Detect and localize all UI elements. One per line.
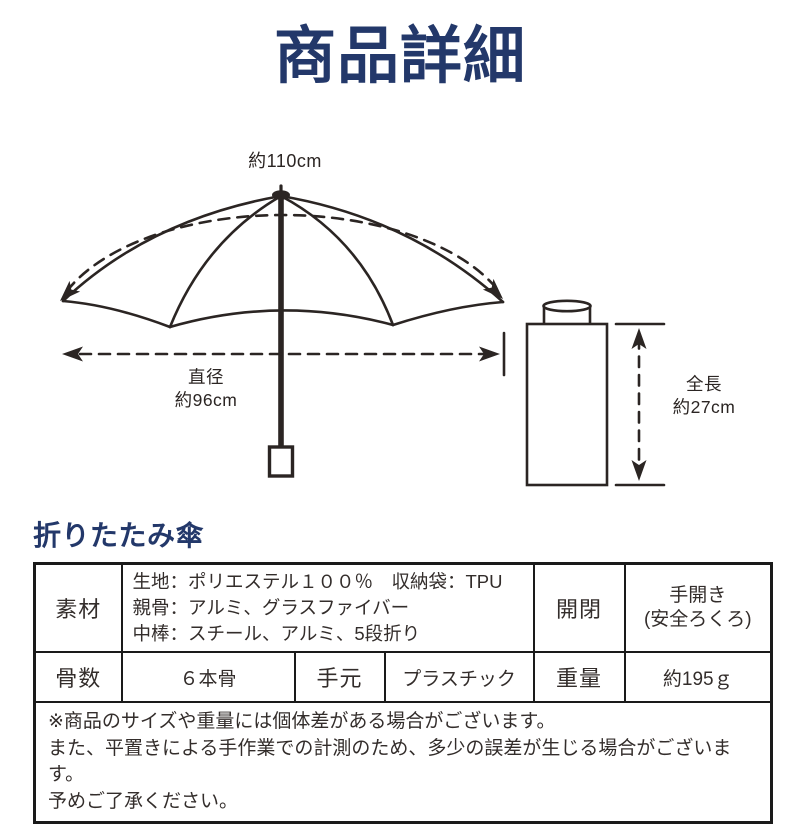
material-line-shaft: 中棒：スチール、アルミ、5段折り: [132, 623, 421, 644]
folded-body: [525, 322, 609, 487]
folded-umbrella-drawing: [525, 299, 666, 487]
length-value: 約27cm: [672, 397, 736, 417]
arc-width-label: 約110cm: [248, 151, 322, 171]
note-line-1: ※商品のサイズや重量には個体差がある場合がございます。: [48, 711, 556, 732]
cap-sides: [542, 305, 592, 326]
arc-arrow-left-icon: [60, 280, 81, 301]
page-title: 商品詳細: [273, 22, 526, 91]
handle-label: 手元: [293, 651, 386, 703]
open-umbrella-drawing: [60, 184, 506, 478]
diameter-arrow-left-icon: [62, 346, 83, 362]
ferrule-icon: [272, 190, 290, 200]
spec-table: 素材 生地：ポリエステル１００％ 収納袋：TPU 親骨：アルミ、グラスファイバー…: [33, 562, 774, 824]
open-close-label: 開閉: [532, 562, 626, 653]
material-line-ribs: 親骨：アルミ、グラスファイバー: [132, 597, 410, 618]
material-label: 素材: [33, 562, 123, 653]
open-close-value-line1: 手開き: [669, 585, 727, 606]
table-row-specs: 骨数 ６本骨 手元 プラスチック 重量 約195ｇ: [33, 651, 773, 703]
length-arrow-up-icon: [631, 328, 647, 349]
note-line-2: また、平置きによる手作業での計測のため、多少の誤差が生じる場合がございます。: [48, 737, 732, 786]
material-line-fabric: 生地：ポリエステル１００％ 収納袋：TPU: [132, 571, 503, 592]
canopy-rib-left: [168, 194, 283, 329]
table-row-material: 素材 生地：ポリエステル１００％ 収納袋：TPU 親骨：アルミ、グラスファイバー…: [33, 562, 773, 653]
handle-value: プラスチック: [383, 651, 535, 703]
material-value: 生地：ポリエステル１００％ 収納袋：TPU 親骨：アルミ、グラスファイバー 中棒…: [120, 562, 535, 653]
product-detail-page: 商品詳細: [33, 22, 774, 824]
length-caption: 全長: [686, 374, 722, 394]
diameter-value: 約96cm: [174, 390, 238, 410]
canopy-hem-left: [61, 299, 172, 329]
open-close-value: 手開き (安全ろくろ): [623, 562, 773, 653]
ribs-label: 骨数: [33, 651, 123, 703]
umbrella-diagram: [60, 184, 666, 487]
diameter-label: 直径 約96cm: [145, 366, 267, 412]
diameter-caption: 直径: [188, 367, 224, 387]
length-label: 全長 約27cm: [643, 373, 765, 419]
open-close-value-line2: (安全ろくろ): [643, 609, 752, 630]
note-line-3: 予めご了承ください。: [48, 790, 239, 812]
length-arrow-down-icon: [631, 460, 647, 481]
canopy-hem-right: [391, 300, 505, 327]
diameter-arrow-right-icon: [479, 346, 500, 362]
ribs-value: ６本骨: [120, 651, 296, 703]
notes-cell: ※商品のサイズや重量には個体差がある場合がございます。 また、平置きによる手作業…: [33, 701, 773, 824]
canopy-rib-right: [279, 194, 395, 327]
umbrella-handle: [267, 445, 295, 478]
arc-arrow-right-icon: [482, 278, 503, 299]
table-row-notes: ※商品のサイズや重量には個体差がある場合がございます。 また、平置きによる手作業…: [33, 701, 773, 824]
weight-label: 重量: [532, 651, 626, 703]
cap-top: [542, 299, 592, 313]
section-heading: 折りたたみ傘: [33, 520, 205, 551]
weight-value: 約195ｇ: [623, 651, 773, 703]
